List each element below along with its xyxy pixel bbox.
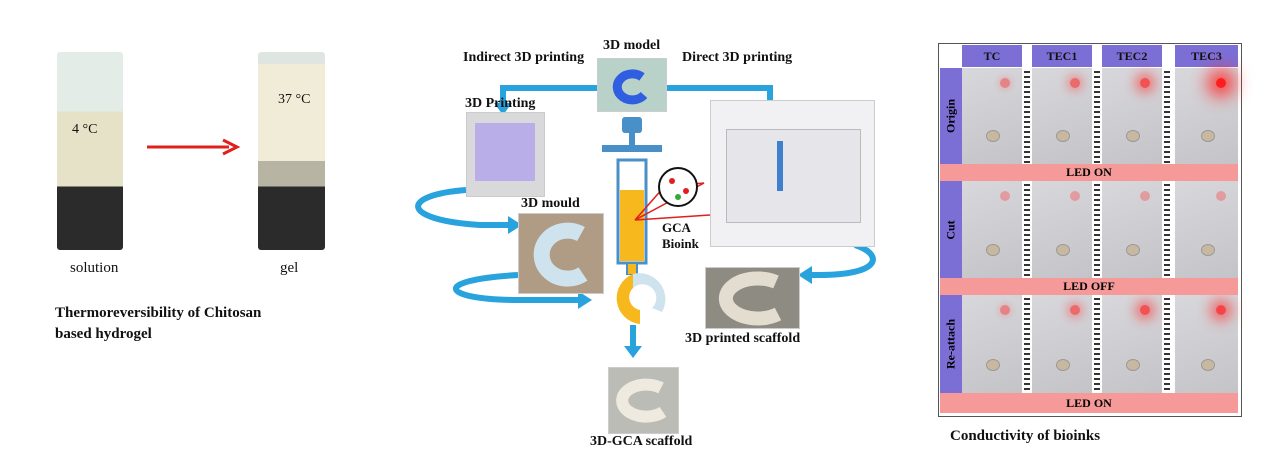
right-caption: Conductivity of bioinks <box>950 428 1101 444</box>
vial-gel-temp: 37 °C <box>278 92 311 107</box>
mould-label: 3D mould <box>521 196 580 211</box>
led-test-photo <box>1102 181 1162 278</box>
led-icon <box>1140 305 1150 315</box>
led-icon <box>1000 78 1010 88</box>
row-label-origin: Origin <box>940 68 962 164</box>
sample-disc-icon <box>1056 130 1070 142</box>
led-icon <box>1140 191 1150 201</box>
gca-scaffold-label: 3D-GCA scaffold <box>590 434 693 449</box>
column-divider <box>1024 181 1030 278</box>
led-test-photo <box>1032 68 1092 164</box>
column-divider <box>1164 295 1170 393</box>
row-label-text: Re-attach <box>943 319 958 369</box>
led-icon <box>1070 78 1080 88</box>
sample-disc-icon <box>1056 359 1070 371</box>
row-label-cut: Cut <box>940 181 962 278</box>
sample-disc-icon <box>1126 359 1140 371</box>
sample-disc-icon <box>986 130 1000 142</box>
bioink-label-line2: Bioink <box>662 236 699 251</box>
column-divider <box>1094 68 1100 164</box>
fdm-printer-image <box>466 112 545 197</box>
led-test-photo <box>962 295 1022 393</box>
gca-scaffold-image <box>608 367 679 434</box>
led-test-photo <box>1102 68 1162 164</box>
left-caption-line2: based hydrogel <box>55 326 152 342</box>
led-test-photo <box>1032 181 1092 278</box>
column-divider <box>1094 181 1100 278</box>
process-arrows <box>415 85 876 358</box>
c-shape-scaffold-icon <box>616 273 666 324</box>
row-label-text: Cut <box>943 219 958 240</box>
led-icon <box>1216 191 1226 201</box>
red-arrow-icon <box>147 138 241 156</box>
column-divider <box>1024 295 1030 393</box>
column-header-tec2: TEC2 <box>1102 45 1162 67</box>
led-test-photo <box>1102 295 1162 393</box>
led-icon <box>1000 305 1010 315</box>
led-icon <box>1216 305 1226 315</box>
direct-printing-label: Direct 3D printing <box>682 50 793 65</box>
column-divider <box>1094 295 1100 393</box>
led-test-photo <box>1032 295 1092 393</box>
sample-disc-icon <box>1126 244 1140 256</box>
led-test-photo <box>1175 68 1238 164</box>
row-label-reattach: Re-attach <box>940 295 962 393</box>
led-icon <box>1000 191 1010 201</box>
column-divider <box>1164 181 1170 278</box>
vial-solution-temp: 4 °C <box>72 122 98 137</box>
led-icon <box>1070 191 1080 201</box>
status-bar-cut: LED OFF <box>940 278 1238 295</box>
bioprinter-image <box>710 100 875 247</box>
3d-model-image <box>597 58 667 112</box>
model-label: 3D model <box>603 38 661 53</box>
column-header-tc: TC <box>962 45 1022 67</box>
sample-disc-icon <box>1200 244 1215 256</box>
printed-scaffold-label: 3D printed scaffold <box>685 331 801 346</box>
sample-disc-icon <box>1200 130 1215 142</box>
mould-image <box>518 213 604 294</box>
column-divider <box>1024 68 1030 164</box>
column-divider <box>1164 68 1170 164</box>
bioink-label-line1: GCA <box>662 220 691 235</box>
left-caption-line1: Thermoreversibility of Chitosan <box>55 305 262 321</box>
row-label-text: Origin <box>943 98 958 134</box>
sample-disc-icon <box>986 359 1000 371</box>
led-icon <box>1216 78 1226 88</box>
status-bar-reattach: LED ON <box>940 393 1238 413</box>
printed-scaffold-image <box>705 267 800 329</box>
printing-label: 3D Printing <box>465 96 536 111</box>
column-header-tec3: TEC3 <box>1175 45 1238 67</box>
sample-disc-icon <box>986 244 1000 256</box>
vial-gel-photo <box>258 52 325 250</box>
vial-solution-photo <box>57 52 123 250</box>
led-test-photo <box>962 68 1022 164</box>
sample-disc-icon <box>1056 244 1070 256</box>
led-icon <box>1140 78 1150 88</box>
led-test-photo <box>1175 295 1238 393</box>
led-test-photo <box>1175 181 1238 278</box>
led-icon <box>1070 305 1080 315</box>
syringe-icon <box>602 117 711 275</box>
column-header-tec1: TEC1 <box>1032 45 1092 67</box>
status-bar-origin: LED ON <box>940 164 1238 181</box>
vial-gel-label: gel <box>280 260 299 276</box>
indirect-printing-label: Indirect 3D printing <box>463 50 585 65</box>
vial-solution-label: solution <box>70 260 119 276</box>
sample-disc-icon <box>1126 130 1140 142</box>
led-test-photo <box>962 181 1022 278</box>
sample-disc-icon <box>1200 359 1215 371</box>
